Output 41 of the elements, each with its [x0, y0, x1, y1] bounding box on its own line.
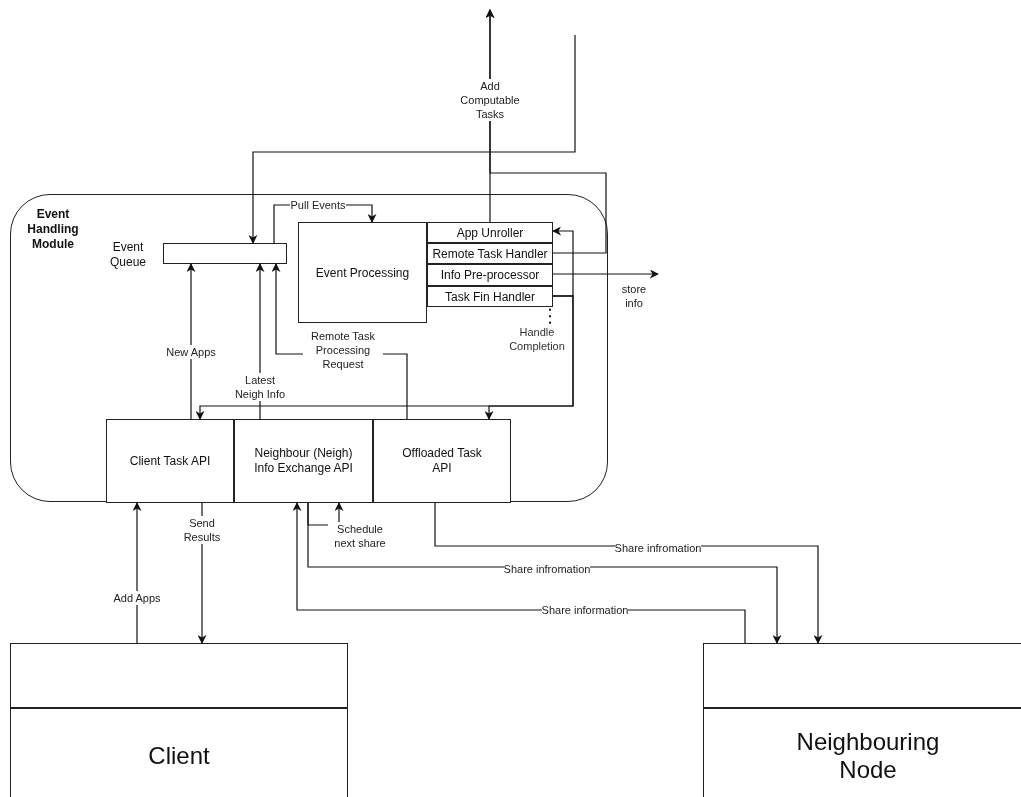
rectangle-box: [703, 643, 1021, 708]
dotted-leader-line: [549, 306, 551, 324]
component-box: [10, 708, 348, 797]
box-label: App Unroller: [456, 224, 524, 242]
edge-label: New Apps: [166, 345, 216, 359]
arrow: [248, 34, 576, 244]
edge-label: Share information: [541, 603, 629, 617]
arrow: [552, 226, 574, 297]
box-label: Client: [148, 740, 210, 771]
arrow: [484, 295, 574, 420]
component-box: [703, 708, 1021, 797]
box-label: Info Pre-processor: [440, 267, 540, 284]
box-label: Client Task API: [128, 453, 212, 470]
handler-row: [427, 243, 553, 264]
process-box: [298, 222, 427, 323]
handler-row: [427, 286, 553, 307]
queue-label: Event Queue: [109, 240, 147, 270]
box-label: Neighbour (Neigh) Info Exchange API: [253, 446, 354, 476]
arrow: [485, 9, 607, 254]
module-container: [10, 194, 608, 502]
box-label: Offloaded Task API: [401, 446, 483, 476]
box-label: Neighbouring Node: [795, 727, 941, 784]
edge-label: Add Apps: [113, 591, 161, 605]
edge-label: Remote Task Processing Request: [303, 329, 383, 371]
box-label: Remote Task Handler: [432, 245, 548, 263]
edge-label: Share infromation: [614, 541, 702, 555]
rectangle-box: [10, 643, 348, 708]
api-box: [373, 419, 511, 503]
edge-label: Share infromation: [503, 562, 591, 576]
handler-row: [427, 222, 553, 243]
arrow: [552, 269, 659, 279]
box-label: Task Fin Handler: [444, 288, 535, 306]
arrow: [186, 263, 196, 420]
api-box: [106, 419, 234, 503]
handler-row: [427, 264, 553, 286]
arrow: [132, 502, 142, 644]
module-title: Event Handling Module: [26, 207, 80, 252]
box-label: Event Processing: [315, 264, 410, 282]
edge-label: Pull Events: [290, 198, 346, 212]
api-box: [234, 419, 373, 503]
box-label: Handle Completion: [508, 325, 566, 353]
